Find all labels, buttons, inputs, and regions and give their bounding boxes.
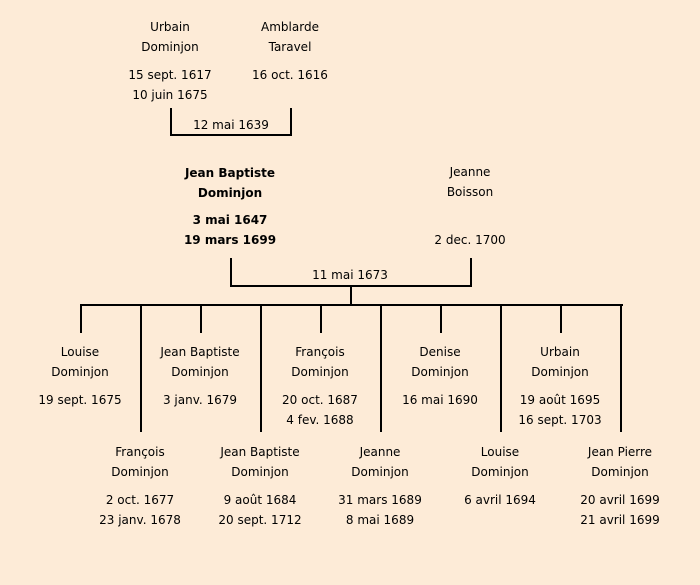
person-last-name: Dominjon xyxy=(111,465,169,479)
person-first-name: Louise xyxy=(480,445,520,459)
person-first-name: Jeanne xyxy=(359,445,401,459)
person-first-name: Jean Baptiste xyxy=(220,445,300,459)
person-first-name: François xyxy=(115,445,165,459)
death-date: 8 mai 1689 xyxy=(345,513,415,527)
person-last-name: Dominjon xyxy=(171,365,229,379)
person-first-name: François xyxy=(295,345,345,359)
birth-date: 20 avril 1699 xyxy=(580,493,660,507)
connector-line xyxy=(200,304,202,333)
person-first-name: Jeanne xyxy=(449,165,491,179)
person-first-name: Jean Baptiste xyxy=(184,166,276,180)
connector-line xyxy=(170,108,172,136)
person-last-name: Dominjon xyxy=(51,365,109,379)
person-first-name: Urbain xyxy=(150,20,190,34)
connector-line xyxy=(290,108,292,136)
person-last-name: Dominjon xyxy=(591,465,649,479)
person-last-name: Boisson xyxy=(446,185,494,199)
person-last-name: Dominjon xyxy=(351,465,409,479)
children-bar xyxy=(80,304,623,306)
birth-date: 19 sept. 1675 xyxy=(38,393,122,407)
death-date: 4 fev. 1688 xyxy=(286,413,354,427)
person-first-name: Denise xyxy=(419,345,461,359)
person-first-name: Jean Baptiste xyxy=(160,345,240,359)
connector-line xyxy=(230,258,232,287)
birth-date: 16 oct. 1616 xyxy=(252,68,328,82)
person-last-name: Dominjon xyxy=(141,40,199,54)
parents-marriage-date: 11 mai 1673 xyxy=(312,268,388,282)
connector-line xyxy=(260,304,262,432)
connector-line xyxy=(500,304,502,432)
connector-line xyxy=(620,304,622,432)
person-last-name: Dominjon xyxy=(411,365,469,379)
connector-line xyxy=(320,304,322,333)
person-last-name: Dominjon xyxy=(291,365,349,379)
connector-line xyxy=(470,258,472,287)
connector-line xyxy=(560,304,562,333)
person-last-name: Dominjon xyxy=(471,465,529,479)
death-date: 10 juin 1675 xyxy=(132,88,208,102)
birth-date: 2 dec. 1700 xyxy=(434,233,506,247)
death-date: 20 sept. 1712 xyxy=(218,513,302,527)
connector-line xyxy=(170,134,292,136)
connector-line xyxy=(440,304,442,333)
person-last-name: Dominjon xyxy=(231,465,289,479)
death-date: 19 mars 1699 xyxy=(183,233,277,247)
person-first-name: Louise xyxy=(60,345,100,359)
birth-date: 16 mai 1690 xyxy=(402,393,478,407)
death-date: 16 sept. 1703 xyxy=(518,413,602,427)
birth-date: 3 janv. 1679 xyxy=(162,393,238,407)
person-first-name: Jean Pierre xyxy=(587,445,653,459)
birth-date: 19 août 1695 xyxy=(519,393,601,407)
person-first-name: Urbain xyxy=(540,345,580,359)
birth-date: 15 sept. 1617 xyxy=(128,68,212,82)
birth-date: 3 mai 1647 xyxy=(192,213,268,227)
person-first-name: Amblarde xyxy=(261,20,319,34)
person-last-name: Dominjon xyxy=(197,186,263,200)
birth-date: 9 août 1684 xyxy=(223,493,297,507)
birth-date: 2 oct. 1677 xyxy=(105,493,175,507)
connector-line xyxy=(80,304,82,333)
birth-date: 6 avril 1694 xyxy=(464,493,536,507)
grandparents-marriage-date: 12 mai 1639 xyxy=(193,118,269,132)
death-date: 21 avril 1699 xyxy=(580,513,660,527)
person-last-name: Taravel xyxy=(268,40,312,54)
death-date: 23 janv. 1678 xyxy=(99,513,181,527)
person-last-name: Dominjon xyxy=(531,365,589,379)
connector-line xyxy=(140,304,142,432)
birth-date: 20 oct. 1687 xyxy=(282,393,358,407)
birth-date: 31 mars 1689 xyxy=(338,493,422,507)
connector-line xyxy=(350,285,352,306)
connector-line xyxy=(380,304,382,432)
